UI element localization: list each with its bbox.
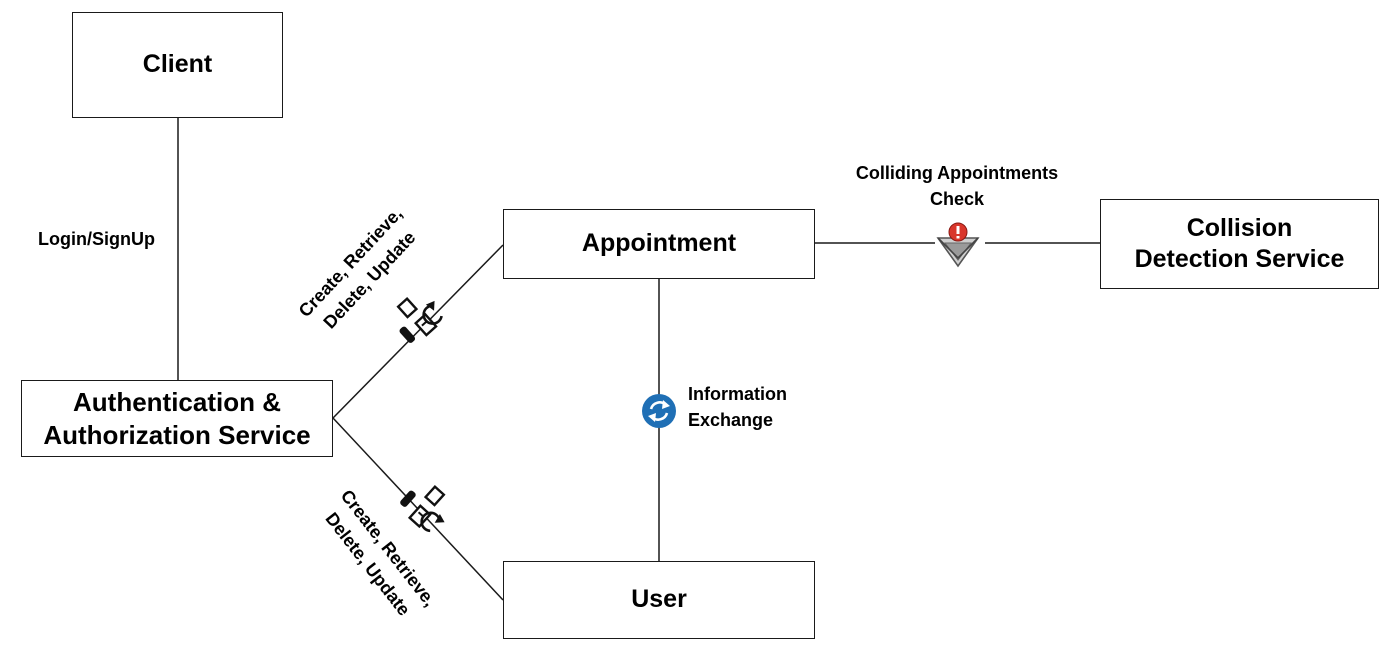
edge-label-login-signup-text: Login/SignUp: [38, 229, 155, 249]
node-user: User: [503, 561, 815, 639]
node-user-label: User: [631, 585, 687, 614]
edge-label-info-line1: Information: [688, 384, 787, 404]
node-appointment: Appointment: [503, 209, 815, 279]
node-auth-label-line1: Authentication &: [73, 387, 281, 417]
node-auth-service: Authentication & Authorization Service: [21, 380, 333, 457]
edge-label-login-signup: Login/SignUp: [38, 226, 155, 252]
warning-filter-icon: [936, 222, 980, 268]
edge-label-colliding-check: Colliding Appointments Check: [842, 160, 1072, 212]
edge-label-information-exchange: Information Exchange: [688, 381, 787, 433]
node-client-label: Client: [142, 50, 213, 79]
edge-label-colliding-line1: Colliding Appointments: [855, 163, 1059, 183]
node-collision-detection: Collision Detection Service: [1100, 199, 1379, 289]
node-collision-label-line1: Collision: [1186, 213, 1293, 242]
crud-icon: [400, 484, 446, 533]
node-appointment-label: Appointment: [581, 229, 737, 258]
edge-label-colliding-line2: Check: [929, 189, 985, 210]
node-client: Client: [72, 12, 283, 118]
node-collision-label-line2: Detection Service: [1134, 245, 1345, 273]
sync-icon: [642, 394, 676, 428]
node-auth-label-line2: Authorization Service: [43, 419, 311, 450]
edge-auth-appointment: [332, 244, 504, 419]
edge-label-info-line2: Exchange: [688, 410, 774, 431]
crud-icon: [396, 296, 443, 343]
